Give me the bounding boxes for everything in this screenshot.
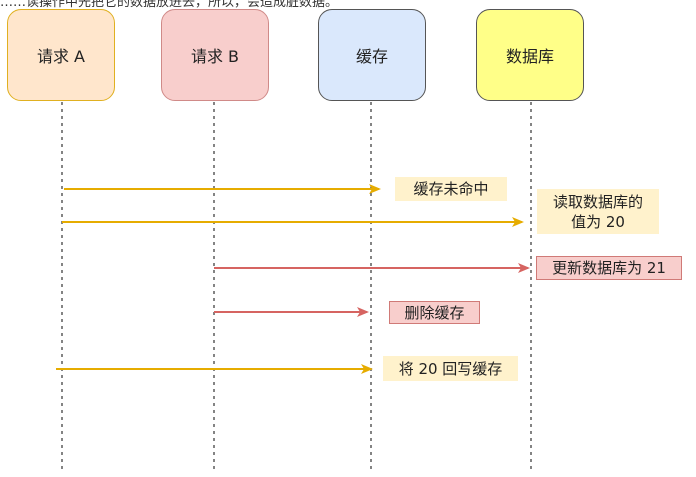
actor-label: 数据库 <box>505 47 554 66</box>
actor-database: 数据库 <box>476 9 584 101</box>
note-line: 读取数据库的 <box>552 192 643 211</box>
clipped-caption: ……读操作中先把它的数据放进去，所以，会造成脏数据。 <box>0 0 339 10</box>
actor-request-b: 请求 B <box>161 9 269 101</box>
note-cache-miss: 缓存未命中 <box>395 177 507 201</box>
note-line: 值为 20 <box>571 212 625 231</box>
actor-label: 缓存 <box>355 47 388 66</box>
note-db-update: 更新数据库为 21 <box>536 256 682 280</box>
actor-request-a: 请求 A <box>7 9 115 101</box>
note-cache-delete: 删除缓存 <box>389 301 480 324</box>
actor-label: 请求 A <box>36 47 86 66</box>
note-db-read: 读取数据库的 值为 20 <box>537 189 659 234</box>
actor-label: 请求 B <box>190 47 240 66</box>
note-cache-write: 将 20 回写缓存 <box>383 356 518 381</box>
actor-cache: 缓存 <box>318 9 426 101</box>
